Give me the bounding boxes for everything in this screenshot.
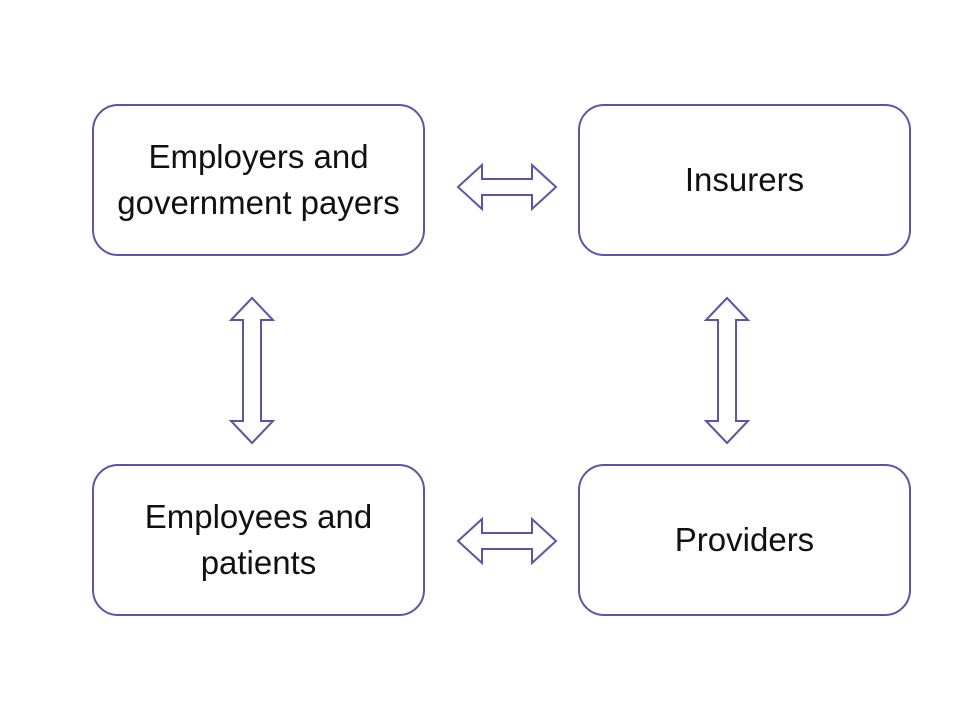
double-arrow-employees-providers — [456, 516, 558, 566]
double-arrow-employers-insurers — [456, 162, 558, 212]
double-arrow-insurers-providers — [703, 296, 751, 445]
node-providers: Providers — [578, 464, 911, 616]
node-label: Employees and patients — [144, 498, 373, 581]
node-label: Providers — [674, 521, 815, 558]
node-insurers: Insurers — [578, 104, 911, 256]
node-label: Employers and government payers — [117, 138, 400, 221]
node-label: Insurers — [684, 161, 805, 198]
node-employers-and-government-payers: Employers and government payers — [92, 104, 425, 256]
double-arrow-employers-employees — [228, 296, 276, 445]
node-employees-and-patients: Employees and patients — [92, 464, 425, 616]
